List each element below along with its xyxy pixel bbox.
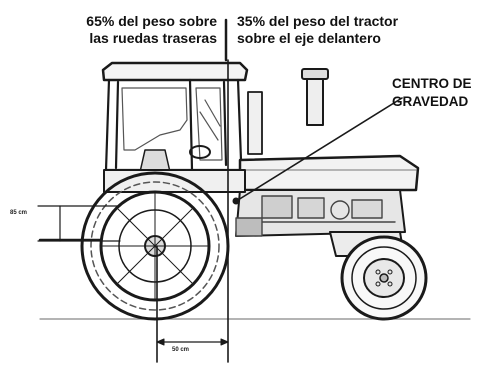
exhaust-cap: [301, 68, 329, 80]
front-weight-line2: sobre el eje delantero: [237, 30, 381, 46]
hood: [238, 154, 420, 192]
length-dim-arrow-left: [156, 338, 165, 346]
rear-weight-label: 65% del peso sobre las ruedas traseras: [52, 13, 217, 47]
engine-detail: [235, 195, 396, 237]
seat: [139, 149, 171, 173]
cg-marker: [232, 197, 240, 205]
cg-pointer: [237, 97, 403, 201]
cab-windows: [121, 87, 223, 161]
length-dimension-label: 50 cm: [172, 347, 190, 353]
rear-wheel: [80, 171, 230, 321]
front-weight-line1: 35% del peso del tractor: [237, 13, 399, 29]
rear-weight-line2: las ruedas traseras: [89, 30, 217, 46]
front-wheel: [340, 235, 428, 321]
center-of-gravity-label: CENTRO DE GRAVEDAD: [392, 75, 503, 111]
length-dim-arrow-right: [220, 338, 229, 346]
rear-weight-line1: 65% del peso sobre: [86, 13, 217, 29]
steering-wheel: [189, 145, 211, 159]
cg-line2: GRAVEDAD: [392, 94, 469, 109]
cab-frame: [104, 78, 247, 172]
height-dimension-label: 85 cm: [10, 210, 28, 216]
cg-line1: CENTRO DE: [392, 76, 472, 91]
exhaust-stack: [306, 76, 324, 126]
cab-roof: [101, 61, 249, 82]
front-weight-label: 35% del peso del tractor sobre el eje de…: [237, 13, 437, 47]
air-intake: [247, 91, 263, 155]
